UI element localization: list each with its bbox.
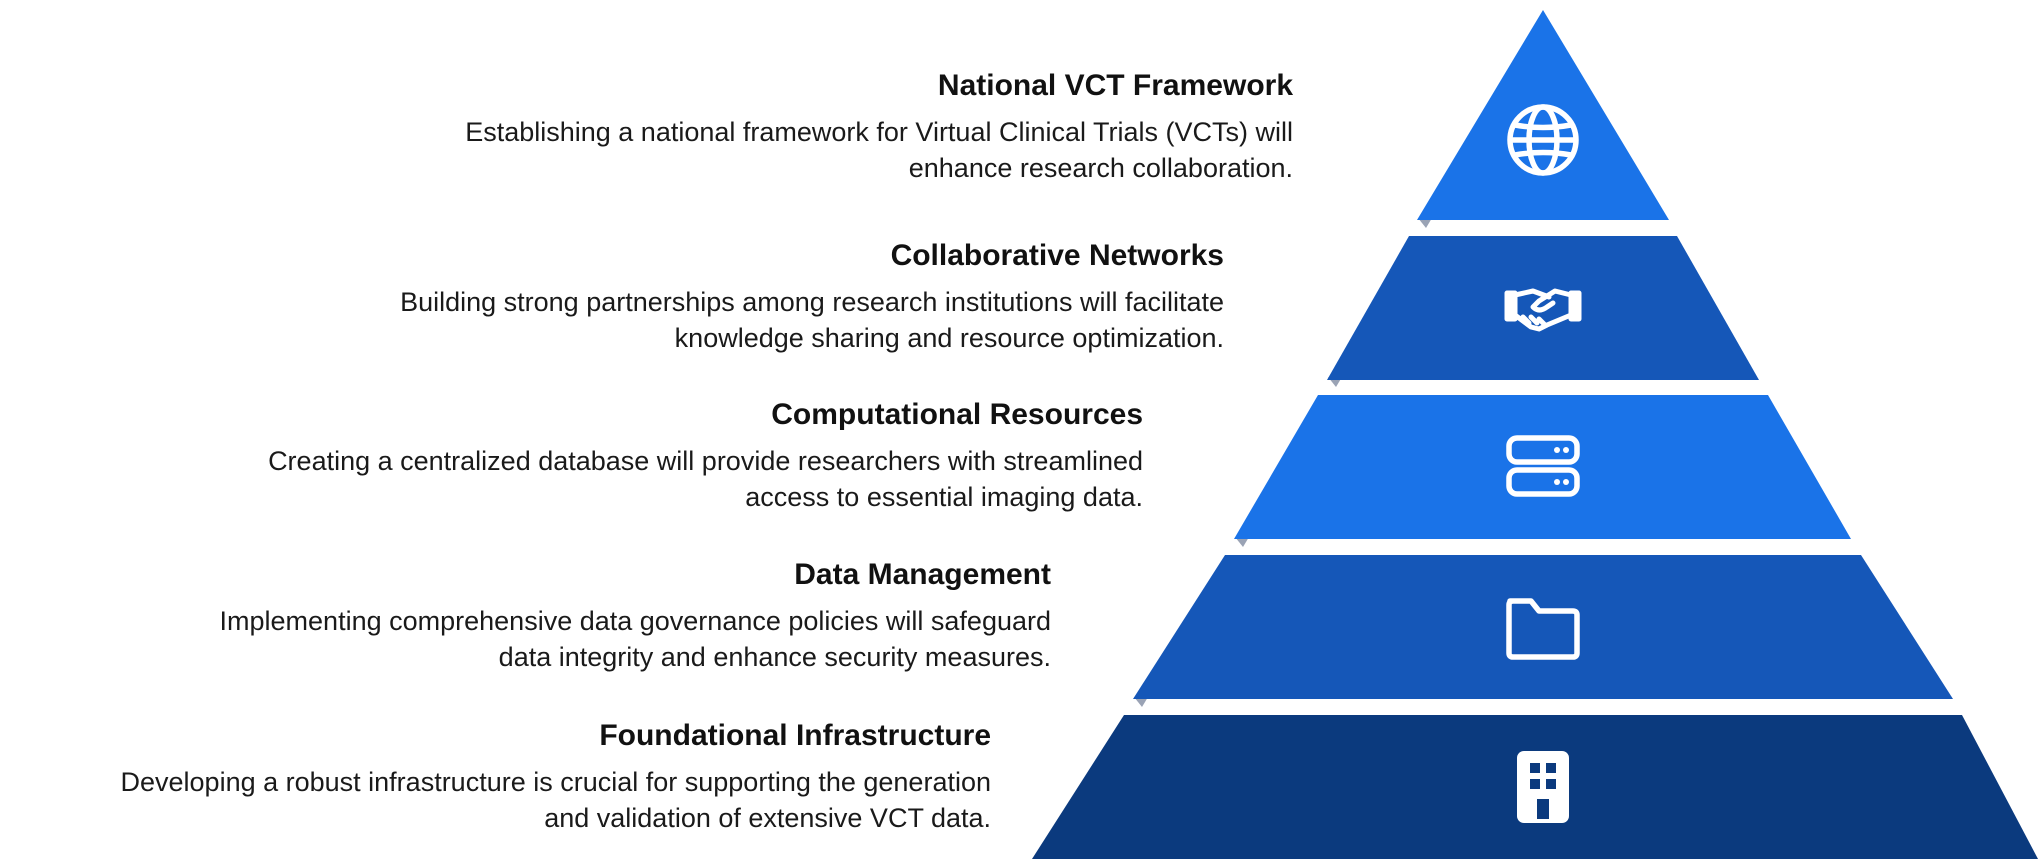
layer-title: Computational Resources [771, 398, 1143, 431]
layer-description: Building strong partnerships among resea… [400, 287, 1224, 353]
layer-text-foundational-infrastructure: Foundational Infrastructure Developing a… [0, 718, 991, 836]
layer-title: Collaborative Networks [890, 239, 1224, 272]
layer-description: Developing a robust infrastructure is cr… [120, 767, 991, 833]
layer-text-collaborative-networks: Collaborative Networks Building strong p… [224, 238, 1224, 356]
layer-title: National VCT Framework [937, 69, 1293, 102]
layer-description: Creating a centralized database will pro… [268, 446, 1143, 512]
layer-text-data-management: Data Management Implementing comprehensi… [51, 557, 1051, 675]
pyramid-layer-computational-resources [1234, 395, 1851, 539]
globe-icon [1507, 104, 1579, 176]
layer-description: Implementing comprehensive data governan… [219, 606, 1051, 672]
pyramid-layer-data-management [1133, 555, 1953, 699]
pyramid-layer-national-vct-framework [1417, 10, 1669, 220]
layer-title: Data Management [794, 558, 1051, 591]
layer-text-computational-resources: Computational Resources Creating a centr… [143, 397, 1143, 515]
layer-shadow [1235, 537, 1249, 547]
layer-shadow [1418, 218, 1432, 228]
building-icon [1517, 751, 1569, 823]
server-icon [1506, 435, 1580, 497]
handshake-icon [1504, 288, 1582, 332]
folder-icon [1506, 598, 1580, 660]
layer-text-national-vct-framework: National VCT Framework Establishing a na… [293, 68, 1293, 186]
layer-description: Establishing a national framework for Vi… [465, 117, 1293, 183]
layer-shadow [1134, 697, 1148, 707]
layer-title: Foundational Infrastructure [599, 719, 991, 752]
